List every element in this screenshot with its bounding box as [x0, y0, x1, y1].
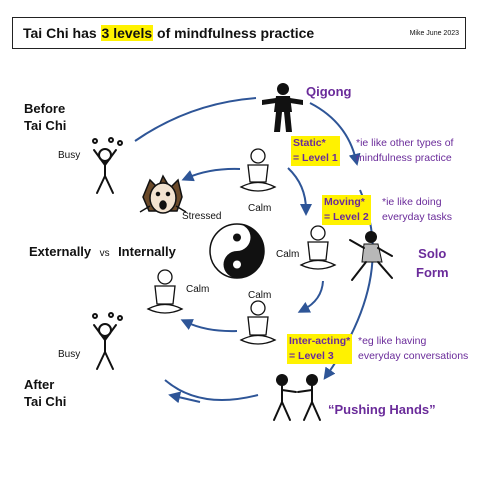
- meditating-figure-left-icon: [146, 269, 184, 314]
- solo-form-line-2: Form: [416, 265, 449, 280]
- before-label: Before Tai Chi: [24, 100, 66, 134]
- note-1-line-1: *ie like other types of: [356, 137, 454, 149]
- arrow-outer-top-left: [134, 97, 257, 142]
- stressed-label: Stressed: [182, 211, 222, 222]
- note-2: *ie like doing everyday tasks: [382, 195, 452, 225]
- note-3-line-2: everyday conversations: [358, 350, 469, 362]
- note-2-line-1: *ie like doing: [382, 196, 442, 208]
- solo-form-line-1: Solo: [418, 246, 447, 261]
- qigong-label: Qigong: [306, 84, 352, 99]
- note-1: *ie like other types of mindfulness prac…: [356, 136, 453, 166]
- busy-label-bottom: Busy: [58, 349, 81, 360]
- after-line-1: After: [24, 377, 55, 392]
- internally-label: Internally: [118, 244, 176, 259]
- solo-form-label: Solo Form: [416, 244, 449, 282]
- credit-text: Mike June 2023: [409, 30, 459, 37]
- solo-form-figure-icon: [349, 231, 393, 281]
- calm-label-top: Calm: [248, 203, 272, 214]
- meditating-figure-top-icon: [239, 148, 277, 192]
- before-line-1: Before: [24, 101, 66, 116]
- before-line-2: Tai Chi: [24, 118, 67, 133]
- calm-label-left: Calm: [186, 284, 210, 295]
- title-prefix: Tai Chi has: [23, 25, 101, 41]
- note-2-line-2: everyday tasks: [382, 211, 453, 223]
- meditating-figure-mid-icon: [299, 225, 337, 270]
- stressed-face-icon: [139, 174, 187, 214]
- yin-yang-icon: [209, 223, 265, 279]
- note-3: *eg like having everyday conversations: [358, 334, 468, 364]
- busy-figure-top-icon: [92, 137, 123, 194]
- qigong-figure-icon: [262, 83, 303, 132]
- externally-vs-internally: Externally vs Internally: [29, 243, 176, 261]
- calm-label-lower: Calm: [248, 290, 272, 301]
- arrow-outer-bottom: [164, 379, 259, 401]
- after-line-2: Tai Chi: [24, 394, 67, 409]
- externally-label: Externally: [29, 244, 92, 259]
- meditating-figure-bottom-icon: [239, 300, 277, 345]
- level-2-line-2: = Level 2: [322, 210, 371, 225]
- after-label: After Tai Chi: [24, 376, 66, 410]
- note-1-line-2: mindfulness practice: [356, 152, 452, 164]
- level-1-line-1: Static*: [291, 136, 340, 151]
- arrow-inner-right-bottom: [297, 280, 324, 313]
- title-suffix: of mindfulness practice: [153, 25, 315, 41]
- level-3-box: Inter-acting* = Level 3: [287, 334, 353, 364]
- title-highlight: 3 levels: [100, 25, 154, 41]
- title-box: Tai Chi has 3 levels of mindfulness prac…: [12, 17, 466, 49]
- page-title: Tai Chi has 3 levels of mindfulness prac…: [23, 25, 314, 41]
- arrow-inner-left-bottom: [180, 319, 238, 333]
- level-1-line-2: = Level 1: [291, 151, 340, 166]
- level-2-box: Moving* = Level 2: [322, 195, 371, 225]
- level-2-line-1: Moving*: [322, 195, 371, 210]
- busy-label-top: Busy: [58, 150, 81, 161]
- arrow-outer-top: [309, 102, 361, 166]
- arrow-inner-left-top: [181, 167, 241, 182]
- level-1-box: Static* = Level 1: [291, 136, 340, 166]
- level-3-line-1: Inter-acting*: [287, 334, 353, 349]
- vs-label: vs: [99, 248, 110, 259]
- calm-label-right: Calm: [276, 249, 300, 260]
- pushing-hands-label: “Pushing Hands”: [328, 402, 436, 417]
- note-3-line-1: *eg like having: [358, 335, 427, 347]
- level-3-line-2: = Level 3: [287, 349, 353, 364]
- pushing-hands-figures-icon: [273, 374, 321, 421]
- busy-figure-bottom-icon: [92, 312, 123, 370]
- arrow-inner-right-top: [287, 167, 312, 216]
